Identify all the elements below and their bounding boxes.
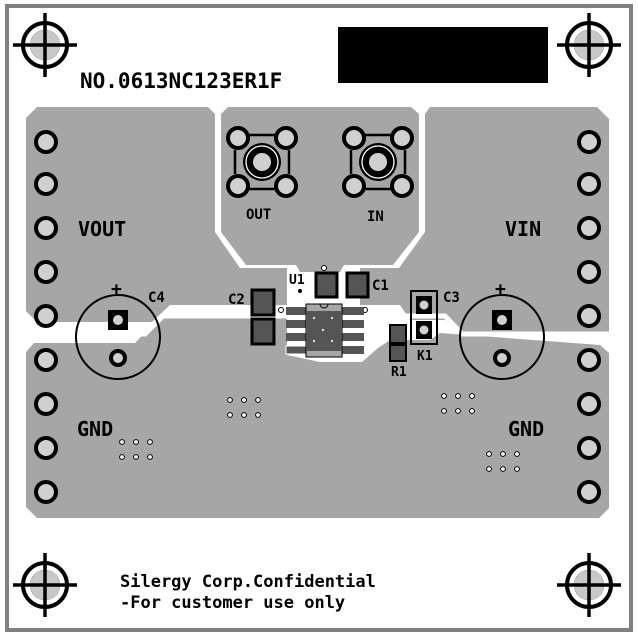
test-point-icon[interactable] (577, 216, 601, 240)
c4-polarity: + (111, 279, 122, 300)
capacitor-c4[interactable] (75, 294, 161, 380)
test-point-icon[interactable] (34, 216, 58, 240)
header-k1[interactable] (410, 290, 438, 345)
c3-polarity: + (495, 279, 506, 300)
test-point-icon[interactable] (34, 392, 58, 416)
k1-label: K1 (417, 349, 433, 364)
test-point-icon[interactable] (577, 260, 601, 284)
capacitor-c3-electrolytic[interactable] (459, 294, 545, 380)
footer-line1: Silergy Corp.Confidential (120, 572, 376, 592)
copper-vin-region (360, 107, 609, 334)
test-point-icon[interactable] (577, 172, 601, 196)
c2-label: C2 (228, 292, 245, 308)
gnd-left-label: GND (77, 417, 113, 441)
test-point-icon[interactable] (577, 436, 601, 460)
c4-label: C4 (148, 290, 165, 306)
gnd-right-label: GND (508, 417, 544, 441)
capacitor-c2[interactable] (250, 288, 276, 346)
in-label: IN (367, 209, 384, 225)
ic-u1[interactable] (285, 303, 364, 358)
test-point-icon[interactable] (34, 480, 58, 504)
test-point-icon[interactable] (577, 480, 601, 504)
out-label: OUT (246, 207, 271, 223)
test-point-icon[interactable] (577, 304, 601, 328)
copper-gnd-region (26, 317, 609, 518)
label-block (338, 27, 548, 83)
test-point-icon[interactable] (34, 130, 58, 154)
capacitor-c1[interactable] (314, 271, 370, 299)
test-point-icon[interactable] (34, 260, 58, 284)
test-point-icon[interactable] (577, 348, 601, 372)
test-point-icon[interactable] (577, 392, 601, 416)
footer-line2: -For customer use only (120, 593, 345, 613)
left-terminal-column (34, 130, 58, 504)
test-point-icon[interactable] (577, 130, 601, 154)
r1-label: R1 (391, 365, 407, 380)
test-point-icon[interactable] (34, 436, 58, 460)
vout-label: VOUT (78, 217, 126, 241)
u1-label: U1 (289, 273, 305, 288)
test-point-icon[interactable] (34, 172, 58, 196)
test-point-icon[interactable] (34, 304, 58, 328)
part-number: NO.0613NC123ER1F (80, 69, 282, 93)
c3-label: C3 (443, 290, 460, 306)
vin-label: VIN (505, 217, 541, 241)
test-point-icon[interactable] (34, 348, 58, 372)
c1-label: C1 (372, 278, 389, 294)
copper-vout-region (26, 107, 287, 322)
resistor-r1[interactable] (389, 324, 407, 362)
right-terminal-column (577, 130, 601, 504)
